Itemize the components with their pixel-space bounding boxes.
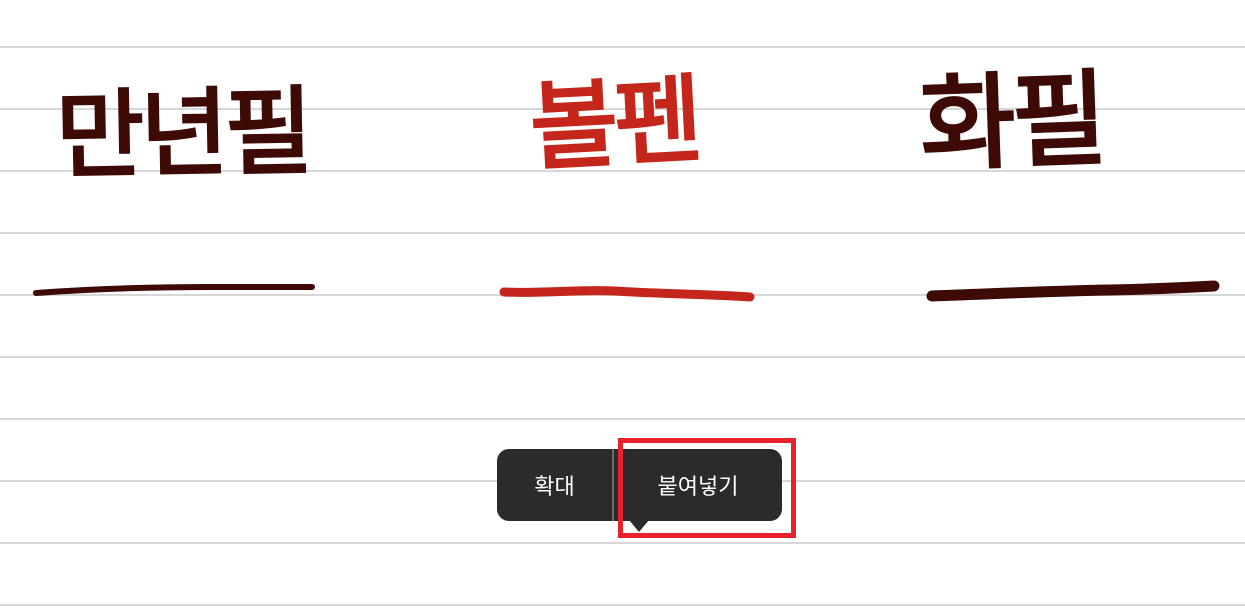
context-menu-pointer	[629, 520, 649, 532]
ballpoint-pen-stroke	[499, 286, 755, 302]
ruled-line	[0, 542, 1245, 544]
zoom-menu-item[interactable]: 확대	[534, 475, 575, 500]
ruled-line	[0, 170, 1245, 172]
menu-divider	[612, 449, 614, 521]
ruled-line	[0, 418, 1245, 420]
ruled-line	[0, 356, 1245, 358]
fountain-pen-stroke	[33, 283, 315, 296]
ruled-line	[0, 604, 1245, 606]
context-menu: 확대 붙여넣기	[497, 449, 782, 521]
ruled-line	[0, 108, 1245, 110]
ruled-line	[0, 232, 1245, 234]
ruled-line	[0, 46, 1245, 48]
paste-menu-item[interactable]: 붙여넣기	[657, 475, 739, 500]
brush-pen-stroke	[926, 280, 1220, 302]
